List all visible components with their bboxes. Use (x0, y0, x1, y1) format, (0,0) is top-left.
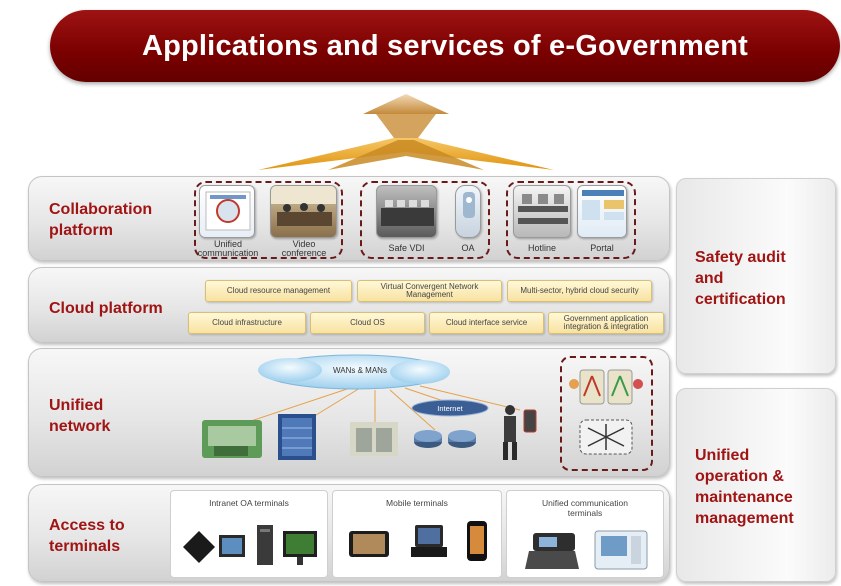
portal-thumb (577, 185, 627, 238)
oa-caption: OA (461, 243, 475, 253)
cloud-platform-label: Cloud platform (49, 300, 163, 317)
collaboration-label-line2: platform (49, 222, 113, 239)
unified-operation-panel: Unified operation & maintenance manageme… (676, 388, 836, 582)
portal-caption: Portal (590, 243, 614, 253)
video-conference-icon (271, 186, 336, 226)
uc-terminals-title-line1: Unified communication (542, 498, 628, 508)
safe-vdi-caption: Safe VDI (388, 243, 425, 253)
cloud-resource-management-box: Cloud resource management (205, 280, 352, 302)
collaboration-label-line1: Collaboration (49, 201, 153, 218)
campus-building-icon (202, 420, 262, 458)
internet-label: Internet (437, 404, 463, 413)
hotline-thumb (513, 185, 571, 238)
router-icon (414, 430, 442, 448)
office-group (360, 181, 490, 259)
mobile-terminals-icons (349, 521, 487, 561)
office-tower-icon (278, 414, 316, 460)
safety-audit-panel: Safety audit and certification (676, 178, 836, 374)
cloud-interface-service-box: Cloud interface service (429, 312, 544, 334)
intranet-oa-terminals-group: Intranet OA terminals (170, 490, 328, 578)
video-conference-thumb (270, 185, 337, 238)
unified-network-label-line2: network (49, 418, 111, 435)
unified-communication-thumb (199, 185, 255, 238)
banner-title: Applications and services of e-Governmen… (141, 29, 749, 62)
mobile-terminals-group: Mobile terminals (332, 490, 502, 578)
unified-operation-label: Unified operation & maintenance manageme… (695, 445, 794, 529)
unified-network-label: Unified network (49, 395, 110, 437)
network-diagram (202, 354, 537, 460)
service-group (506, 181, 636, 259)
mobile-terminals-title: Mobile terminals (386, 498, 448, 508)
unified-operation-line4: management (695, 510, 794, 527)
collaboration-platform-label: Collaboration platform (49, 199, 152, 241)
unified-communication-terminals-group: Unified communication terminals (506, 490, 664, 578)
unified-operation-line3: maintenance (695, 489, 793, 506)
unified-communication-terminals-title: Unified communication terminals (507, 498, 663, 518)
security-group (560, 356, 653, 471)
unified-communication-icon (205, 191, 251, 231)
video-conference-caption: Video conference (281, 239, 327, 258)
title-banner: Applications and services of e-Governmen… (50, 10, 840, 82)
cloud-os-box: Cloud OS (310, 312, 425, 334)
safety-audit-label: Safety audit and certification (695, 247, 786, 310)
hotline-icon (518, 194, 568, 224)
communication-group (194, 181, 343, 259)
security-gateway-icon (569, 369, 643, 455)
unified-operation-line1: Unified (695, 447, 750, 464)
virtual-network-management-box: Virtual Convergent Network Management (357, 280, 502, 302)
safety-audit-line1: Safety audit (695, 249, 786, 266)
hybrid-cloud-security-box: Multi-sector, hybrid cloud security (507, 280, 652, 302)
access-terminals-label-line1: Access to (49, 517, 125, 534)
safe-vdi-thumb (376, 185, 437, 238)
safety-audit-line2: and (695, 270, 724, 287)
intranet-oa-terminals-title: Intranet OA terminals (209, 498, 289, 508)
mobile-user-icon (503, 405, 537, 460)
access-terminals-label: Access to terminals (49, 515, 125, 557)
oa-thumb (455, 185, 481, 238)
intranet-oa-terminals-icons (183, 525, 317, 565)
government-application-integration-box: Government application integration & int… (548, 312, 664, 334)
hotline-caption: Hotline (527, 243, 556, 253)
portal-icon (582, 190, 624, 220)
cloud-infrastructure-box: Cloud infrastructure (188, 312, 306, 334)
data-center-building-icon (350, 422, 398, 456)
safety-audit-line3: certification (695, 291, 786, 308)
wans-mans-label: WANs & MANs (333, 366, 387, 375)
unified-communication-terminals-icons (525, 530, 648, 570)
internet-cloud-icon (411, 399, 489, 417)
unified-operation-line2: operation & (695, 468, 784, 485)
unified-communication-caption: Unified communication (197, 239, 259, 258)
upward-arrow-graphic (258, 94, 554, 170)
uc-terminals-title-line2: terminals (567, 508, 603, 518)
access-terminals-label-line2: terminals (49, 538, 121, 555)
unified-network-label-line1: Unified (49, 397, 104, 414)
oa-icon (463, 192, 475, 218)
safe-vdi-icon (381, 200, 434, 226)
router-icon-2 (448, 430, 476, 448)
